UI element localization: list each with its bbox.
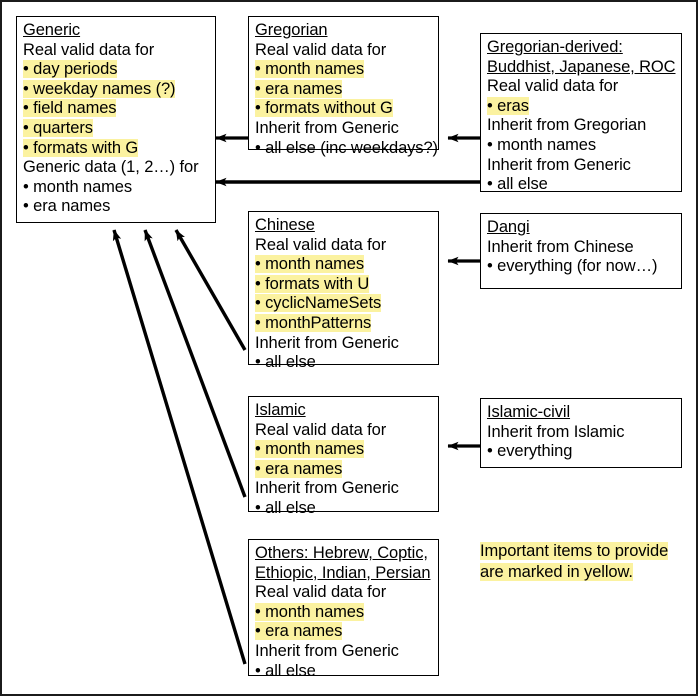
box-others-header2: Ethiopic, Indian, Persian — [255, 563, 431, 582]
box-gregorian-derived-line-1: • eras — [487, 96, 529, 115]
box-generic-line-4: • quarters — [23, 118, 93, 137]
box-chinese-line-4: • monthPatterns — [255, 313, 372, 332]
box-generic-line-6: Generic data (1, 2…) for — [23, 158, 199, 177]
box-chinese-header: Chinese — [255, 216, 315, 234]
box-generic[interactable]: Generic Real valid data for • day period… — [16, 16, 216, 223]
box-islamic-line-4: • all else — [255, 498, 316, 517]
box-generic-line-7: • month names — [23, 177, 133, 196]
arrow-islamic-to-generic — [143, 229, 247, 498]
box-dangi[interactable]: Dangi Inherit from Chinese • everything … — [480, 213, 682, 289]
box-generic-line-2: • weekday names (?) — [23, 79, 176, 98]
box-others-line-3: Inherit from Generic — [255, 641, 399, 660]
box-gregorian-line-1: • month names — [255, 60, 365, 79]
box-chinese-line-2: • formats with U — [255, 274, 370, 293]
box-others-line-4: • all else — [255, 661, 316, 680]
box-islamic[interactable]: Islamic Real valid data for • month name… — [248, 396, 439, 517]
box-gregorian-line-0: Real valid data for — [255, 40, 387, 59]
legend-note-line-1: Important items to provide — [480, 542, 669, 560]
box-generic-line-0: Real valid data for — [23, 40, 155, 59]
box-generic-line-8: • era names — [23, 197, 111, 216]
box-gregorian-line-4: Inherit from Generic — [255, 118, 399, 137]
box-gregorian-derived[interactable]: Gregorian-derived: Buddhist, Japanese, R… — [480, 33, 682, 194]
box-dangi-line-0: Inherit from Chinese — [487, 237, 634, 256]
box-chinese-line-5: Inherit from Generic — [255, 333, 399, 352]
box-generic-line-5: • formats with G — [23, 138, 139, 157]
box-dangi-header: Dangi — [487, 218, 530, 236]
box-gregorian-derived-line-0: Real valid data for — [487, 77, 619, 96]
box-gregorian-line-2: • era names — [255, 79, 343, 98]
box-gregorian-line-5: • all else (inc weekdays?) — [255, 138, 438, 157]
box-generic-header: Generic — [23, 21, 81, 39]
box-others-line-1: • month names — [255, 602, 365, 621]
box-others-line-0: Real valid data for — [255, 583, 387, 602]
box-gregorian-header: Gregorian — [255, 21, 328, 39]
arrow-others-to-generic — [112, 229, 247, 665]
box-others-line-2: • era names — [255, 622, 343, 641]
box-chinese-line-0: Real valid data for — [255, 235, 387, 254]
box-chinese[interactable]: Chinese Real valid data for • month name… — [248, 211, 439, 371]
box-gregorian-derived-line-5: • all else — [487, 175, 548, 194]
box-chinese-line-3: • cyclicNameSets — [255, 294, 382, 313]
box-islamic-line-3: Inherit from Generic — [255, 479, 399, 498]
box-others[interactable]: Others: Hebrew, Coptic, Ethiopic, Indian… — [248, 539, 439, 680]
box-generic-line-3: • field names — [23, 99, 117, 118]
box-chinese-line-1: • month names — [255, 255, 365, 274]
box-gregorian-derived-line-2: Inherit from Gregorian — [487, 116, 647, 135]
box-islamic-civil-line-0: Inherit from Islamic — [487, 422, 625, 441]
arrow-chinese-to-generic — [174, 229, 247, 351]
box-islamic-line-1: • month names — [255, 440, 365, 459]
box-gregorian-line-3: • formats without G — [255, 99, 393, 118]
box-islamic-header: Islamic — [255, 401, 306, 419]
box-generic-line-1: • day periods — [23, 60, 118, 79]
box-islamic-line-2: • era names — [255, 459, 343, 478]
box-islamic-line-0: Real valid data for — [255, 420, 387, 439]
box-gregorian-derived-line-3: • month names — [487, 135, 597, 154]
box-islamic-civil-header: Islamic-civil — [487, 403, 571, 421]
box-islamic-civil-line-1: • everything — [487, 442, 573, 461]
box-dangi-line-1: • everything (for now…) — [487, 257, 658, 276]
box-gregorian-derived-header: Gregorian-derived: — [487, 38, 623, 56]
box-chinese-line-6: • all else — [255, 353, 316, 372]
legend-note-line-2: are marked in yellow. — [480, 563, 633, 581]
legend-note: Important items to provide are marked in… — [480, 541, 685, 583]
box-gregorian[interactable]: Gregorian Real valid data for • month na… — [248, 16, 439, 157]
box-gregorian-derived-line-4: Inherit from Generic — [487, 155, 631, 174]
box-others-header: Others: Hebrew, Coptic, — [255, 544, 428, 562]
box-gregorian-derived-header2: Buddhist, Japanese, ROC — [487, 57, 676, 76]
box-islamic-civil[interactable]: Islamic-civil Inherit from Islamic • eve… — [480, 398, 682, 468]
